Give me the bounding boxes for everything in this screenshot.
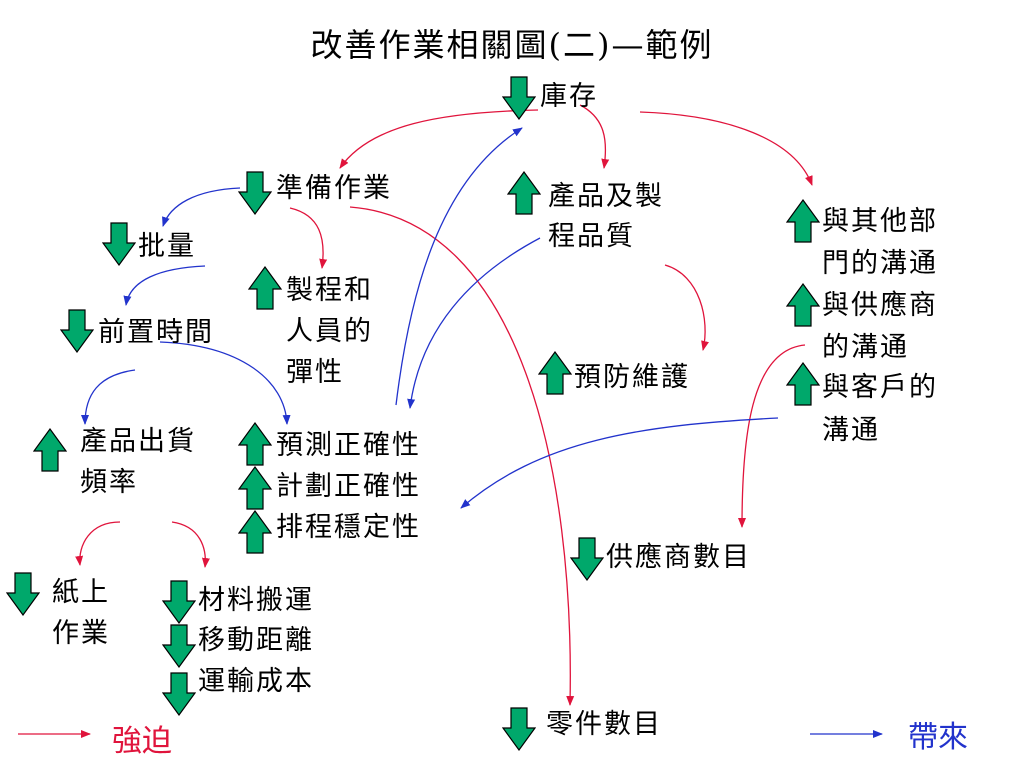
node-flex-line1: 製程和 [286, 275, 373, 306]
up-arrow-icon [248, 266, 282, 310]
node-paper-line2: 作業 [52, 618, 110, 649]
node-interdept-line2: 門的溝通 [822, 248, 938, 279]
down-arrow-icon [60, 309, 94, 353]
node-material: 材料搬運 [198, 585, 314, 616]
node-ship-freq-line1: 產品出貨 [80, 426, 196, 457]
up-arrow-icon [786, 362, 820, 406]
node-customer-comm-line1: 與客戶的 [822, 372, 938, 403]
arrow-customer-to-plan [460, 417, 779, 509]
node-supplier-comm-line2: 的溝通 [822, 332, 909, 363]
node-lead-time: 前置時間 [98, 317, 214, 348]
node-schedule: 排程穩定性 [276, 512, 421, 543]
node-ship-freq-line2: 頻率 [80, 467, 138, 498]
up-arrow-icon [507, 171, 541, 215]
down-arrow-icon [238, 171, 272, 215]
arrow-leadtime-to-shipfreq [81, 369, 136, 425]
down-arrow-icon [162, 624, 196, 668]
down-arrow-icon [502, 707, 536, 751]
arrow-paper-split-left [75, 521, 121, 566]
legend-force-label: 強迫 [112, 724, 172, 759]
node-flex-line3: 彈性 [286, 357, 344, 388]
node-interdept-line1: 與其他部 [822, 206, 938, 237]
down-arrow-icon [162, 672, 196, 716]
down-arrow-icon [6, 572, 40, 616]
down-arrow-icon [502, 76, 536, 120]
arrow-setup-to-parts [349, 206, 575, 706]
node-customer-comm-line2: 溝通 [822, 415, 880, 446]
up-arrow-icon [238, 510, 272, 554]
node-distance: 移動距離 [198, 625, 314, 656]
node-supplier-comm-line1: 與供應商 [822, 290, 938, 321]
node-product-quality-line2: 程品質 [548, 221, 635, 252]
up-arrow-icon [538, 351, 572, 395]
arrow-inventory-to-product-quality [579, 104, 610, 169]
arrow-inventory-to-setup [339, 109, 539, 169]
arrow-setup-to-batch [162, 187, 241, 227]
arrow-supplier-comm-to-supplier-count [738, 344, 806, 528]
arrow-batch-to-leadtime [123, 265, 206, 306]
diagram-title: 改善作業相關圖(二)—範例 [310, 26, 714, 64]
arrow-forecast-to-inventory [395, 127, 523, 406]
node-paper-line1: 紙上 [52, 577, 110, 608]
node-supplier-count: 供應商數目 [606, 542, 751, 573]
down-arrow-icon [102, 222, 136, 266]
arrow-paper-split-right [171, 521, 210, 568]
down-arrow-icon [570, 537, 604, 581]
up-arrow-icon [786, 283, 820, 327]
node-product-quality-line1: 產品及製 [548, 181, 664, 212]
node-parts: 零件數目 [546, 709, 662, 740]
up-arrow-icon [238, 466, 272, 510]
arrow-inventory-to-interdept [639, 111, 813, 186]
node-inventory: 庫存 [540, 81, 598, 112]
node-forecast: 預測正確性 [276, 430, 421, 461]
down-arrow-icon [162, 580, 196, 624]
node-flex-line2: 人員的 [286, 316, 373, 347]
node-transport: 運輸成本 [198, 666, 314, 697]
arrow-leadtime-to-forecast [159, 341, 291, 425]
up-arrow-icon [33, 428, 67, 472]
node-setup: 準備作業 [276, 173, 392, 204]
legend-bring-label: 帶來 [908, 720, 968, 755]
node-prevent: 預防維護 [574, 362, 690, 393]
node-batch: 批量 [138, 231, 196, 262]
node-plan: 計劃正確性 [276, 471, 421, 502]
arrow-setup-to-flex [289, 207, 328, 269]
up-arrow-icon [786, 199, 820, 243]
arrow-quality-to-prevent [664, 264, 709, 351]
up-arrow-icon [238, 422, 272, 466]
arrow-quality-to-forecast [407, 237, 541, 409]
